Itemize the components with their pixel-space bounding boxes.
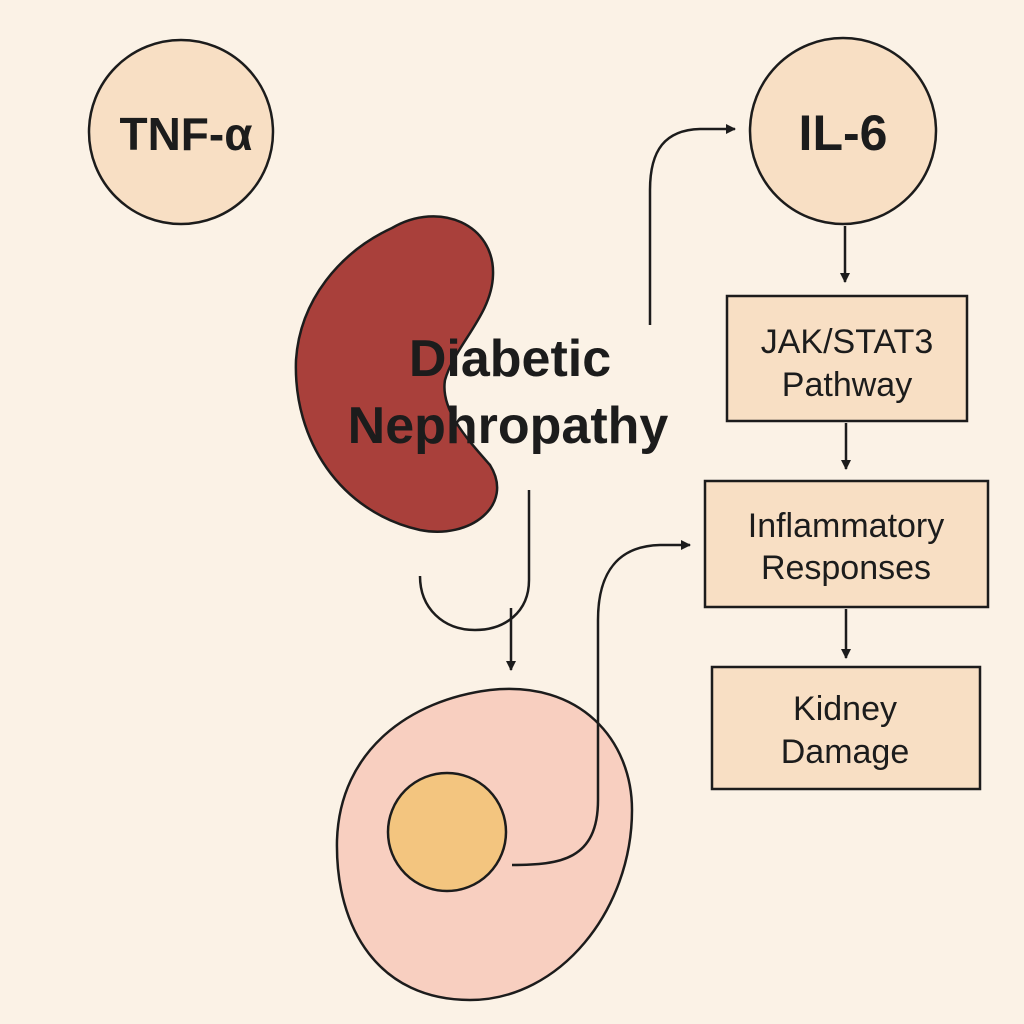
il6-node: IL-6	[748, 36, 938, 226]
kidney-icon	[294, 215, 499, 533]
inflammatory-line1: Inflammatory	[748, 507, 945, 545]
inflammatory-responses-box: Inflammatory Responses	[703, 479, 990, 609]
tnf-alpha-circle	[87, 38, 275, 226]
tnf-alpha-node: TNF-α	[87, 38, 275, 226]
inflammatory-rect	[703, 479, 990, 609]
kidney-damage-rect	[710, 665, 982, 791]
il6-circle	[748, 36, 938, 226]
jak-stat3-line2: Pathway	[782, 366, 912, 404]
connector-kidney-curve	[418, 490, 531, 632]
kidney-damage-line1: Kidney	[793, 690, 897, 728]
arrow-nephropathy-to-il6	[648, 124, 736, 325]
diabetic-label-line2: Nephropathy	[348, 397, 669, 455]
kidney-damage-line2: Damage	[781, 733, 910, 771]
diabetic-nephropathy-label: Diabetic Nephropathy	[348, 330, 669, 455]
inflammatory-line2: Responses	[761, 549, 931, 587]
kidney-damage-box: Kidney Damage	[710, 665, 982, 791]
jak-stat3-line1: JAK/STAT3	[761, 323, 934, 361]
diabetic-label-line1: Diabetic	[409, 330, 611, 388]
arrow-nucleus-to-inflammatory	[511, 540, 691, 867]
il6-label: IL-6	[799, 105, 888, 161]
jak-stat3-rect	[725, 294, 969, 423]
cell-icon	[335, 687, 634, 1002]
jak-stat3-box: JAK/STAT3 Pathway	[725, 294, 969, 423]
nucleus-icon	[386, 771, 508, 893]
tnf-alpha-label: TNF-α	[119, 108, 252, 160]
